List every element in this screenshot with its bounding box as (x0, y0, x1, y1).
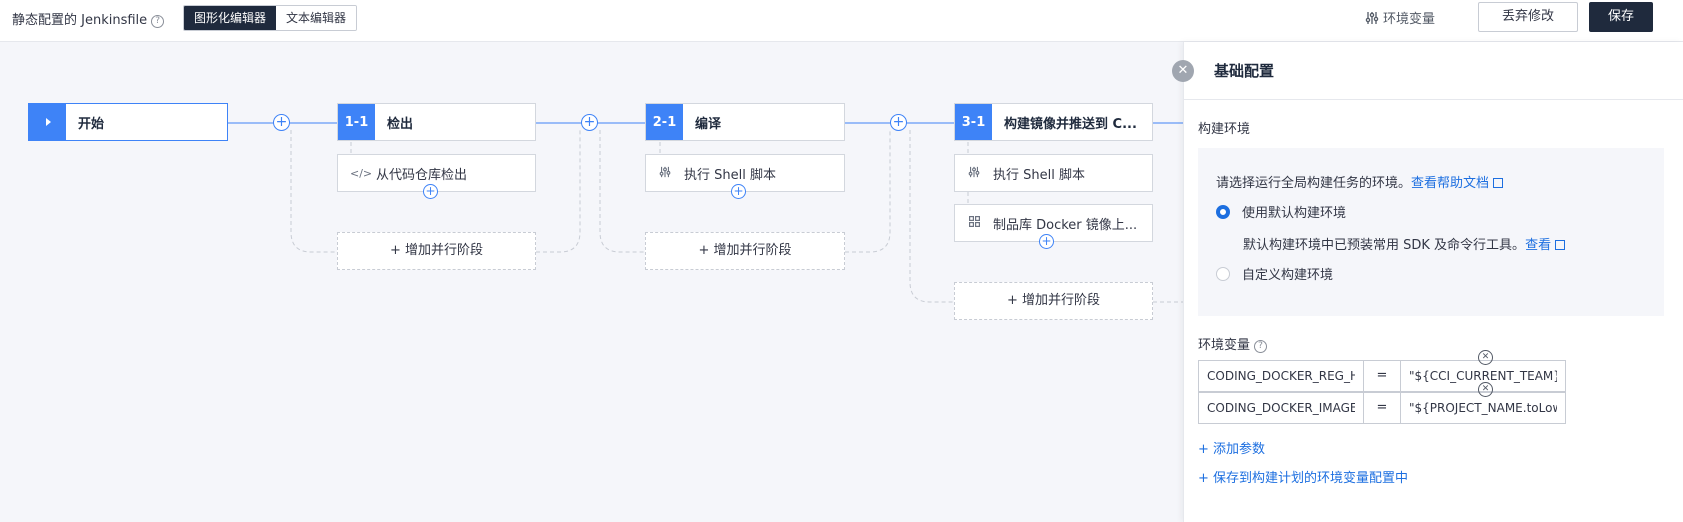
remove-var-icon[interactable]: ✕ (1478, 350, 1493, 365)
add-parallel-stage-button[interactable]: + 增加并行阶段 (954, 282, 1153, 320)
help-doc-link[interactable]: 查看帮助文档 (1411, 176, 1504, 191)
editor-mode-switch: 图形化编辑器 文本编辑器 (183, 5, 358, 31)
view-link-text: 查看 (1525, 238, 1552, 253)
add-step-button[interactable]: + (423, 184, 438, 199)
radio-custom-env[interactable]: 自定义构建环境 (1216, 264, 1333, 283)
build-env-intro: 请选择运行全局构建任务的环境。查看帮助文档 (1216, 172, 1504, 191)
external-link-icon (1493, 178, 1504, 188)
add-step-button[interactable]: + (1039, 234, 1054, 249)
add-stage-button[interactable]: + (890, 114, 907, 131)
radio-custom-label: 自定义构建环境 (1242, 268, 1334, 283)
top-toolbar: 静态配置的 Jenkinsfile? 图形化编辑器 文本编辑器 环境变量 丢弃修… (0, 0, 1683, 42)
stage-name: 检出 (387, 116, 414, 132)
stage-1-1[interactable]: 1-1 检出 (337, 103, 536, 141)
step-shell-script[interactable]: 执行 Shell 脚本 (954, 154, 1153, 192)
divider (1184, 99, 1683, 100)
stage-number: 2-1 (646, 104, 683, 140)
env-var-key-input[interactable] (1198, 360, 1364, 392)
sliders-icon (658, 166, 672, 181)
build-env-box: 请选择运行全局构建任务的环境。查看帮助文档 使用默认构建环境 默认构建环境中已预… (1198, 148, 1664, 316)
sliders-icon (967, 166, 981, 181)
equals-sign: = (1364, 392, 1400, 424)
env-var-label: 环境变量? (1198, 334, 1268, 353)
tab-visual-editor[interactable]: 图形化编辑器 (184, 6, 277, 30)
pipeline-canvas: 开始 + + + 1-1 检出 </> 从代码仓库检出 + + 增加并行阶段 2… (0, 42, 1183, 522)
env-vars-label: 环境变量 (1383, 12, 1436, 27)
env-var-row: = (1198, 360, 1566, 392)
env-var-value-input[interactable] (1400, 392, 1566, 424)
stage-2-1[interactable]: 2-1 编译 (645, 103, 845, 141)
hint-text: 默认构建环境中已预装常用 SDK 及命令行工具。 (1243, 238, 1526, 253)
radio-default-env[interactable]: 使用默认构建环境 (1216, 202, 1346, 221)
close-panel-icon[interactable]: ✕ (1172, 60, 1194, 82)
save-button[interactable]: 保存 (1589, 2, 1653, 32)
save-to-plan-link[interactable]: + 保存到构建计划的环境变量配置中 (1198, 471, 1409, 486)
step-name: 执行 Shell 脚本 (993, 167, 1085, 183)
add-stage-button[interactable]: + (581, 114, 598, 131)
editor-title: 静态配置的 Jenkinsfile? (12, 9, 165, 28)
step-name: 制品库 Docker 镜像上... (993, 217, 1138, 233)
stage-name: 编译 (695, 116, 722, 132)
radio-unchecked-icon (1216, 266, 1230, 281)
add-parallel-stage-button[interactable]: + 增加并行阶段 (337, 232, 536, 270)
editor-title-text: 静态配置的 Jenkinsfile (12, 13, 148, 28)
env-var-row: = (1198, 392, 1566, 424)
add-step-button[interactable]: + (731, 184, 746, 199)
remove-var-icon[interactable]: ✕ (1478, 382, 1493, 397)
step-docker-upload[interactable]: 制品库 Docker 镜像上... (954, 204, 1153, 242)
stage-number: 1-1 (338, 104, 375, 140)
radio-default-label: 使用默认构建环境 (1242, 206, 1347, 221)
equals-sign: = (1364, 360, 1400, 392)
stage-start-label: 开始 (78, 116, 105, 132)
help-icon[interactable]: ? (1254, 340, 1268, 353)
help-doc-link-text: 查看帮助文档 (1411, 176, 1490, 191)
default-env-hint: 默认构建环境中已预装常用 SDK 及命令行工具。查看 (1243, 234, 1566, 253)
stage-name: 构建镜像并推送到 C... (1004, 116, 1137, 132)
env-var-label-text: 环境变量 (1198, 338, 1251, 353)
grid-icon (967, 216, 981, 230)
view-link[interactable]: 查看 (1525, 238, 1566, 253)
intro-text: 请选择运行全局构建任务的环境。 (1216, 176, 1412, 191)
code-icon: </> (350, 166, 373, 180)
stage-3-1[interactable]: 3-1 构建镜像并推送到 C... (954, 103, 1153, 141)
step-name: 从代码仓库检出 (376, 167, 468, 183)
add-parallel-stage-button[interactable]: + 增加并行阶段 (645, 232, 845, 270)
radio-checked-icon (1216, 204, 1230, 219)
discard-changes-button[interactable]: 丢弃修改 (1478, 2, 1578, 32)
env-vars-button[interactable]: 环境变量 (1365, 8, 1435, 27)
stage-start[interactable]: 开始 (28, 103, 228, 141)
play-icon (29, 104, 66, 140)
config-panel: 基础配置 构建环境 请选择运行全局构建任务的环境。查看帮助文档 使用默认构建环境… (1183, 42, 1683, 522)
add-param-link[interactable]: + 添加参数 (1198, 442, 1266, 457)
external-link-icon (1555, 240, 1566, 250)
step-name: 执行 Shell 脚本 (684, 167, 776, 183)
help-icon[interactable]: ? (151, 15, 165, 28)
add-stage-button[interactable]: + (273, 114, 290, 131)
sliders-icon (1365, 12, 1379, 24)
step-shell-script[interactable]: 执行 Shell 脚本 (645, 154, 845, 192)
build-env-label: 构建环境 (1198, 122, 1251, 137)
stage-number: 3-1 (955, 104, 992, 140)
tab-text-editor[interactable]: 文本编辑器 (276, 6, 357, 30)
panel-title: 基础配置 (1214, 62, 1275, 80)
env-var-key-input[interactable] (1198, 392, 1364, 424)
